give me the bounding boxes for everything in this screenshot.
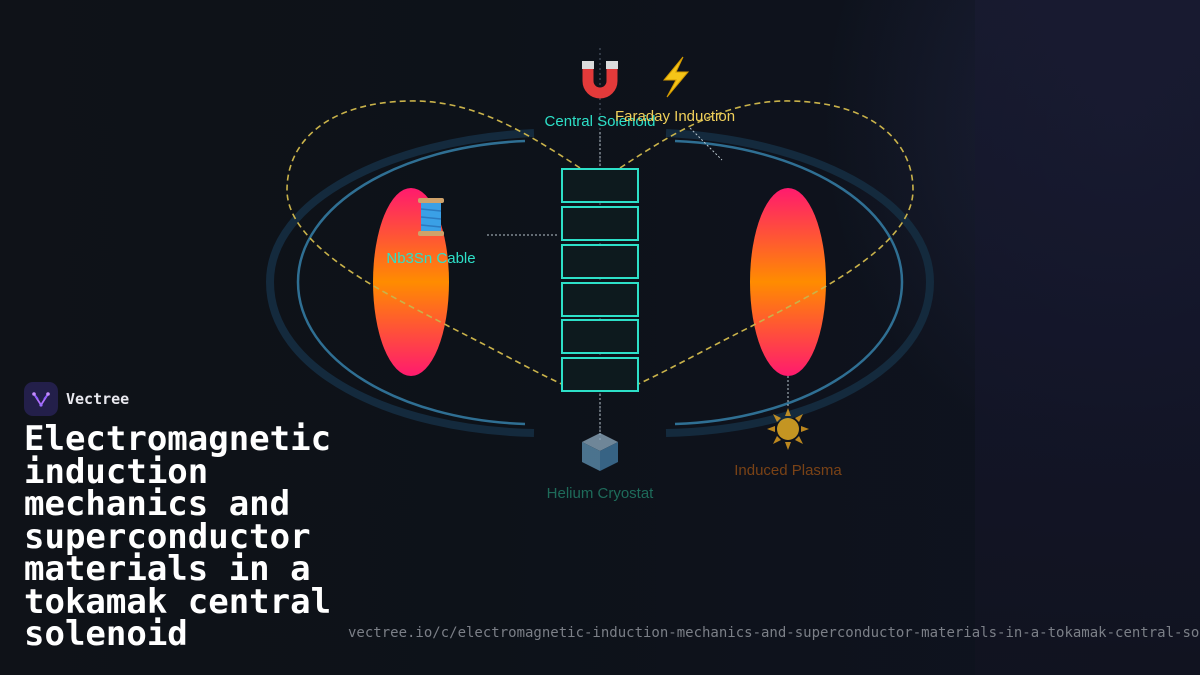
field-line-left [286,100,581,391]
brand-name: Vectree [66,390,130,408]
vessel-inner-right [674,139,904,426]
vessel-inner-left [296,139,526,426]
label-nb3sn-cable: Nb3Sn Cable [386,250,476,267]
coil-module [561,168,639,203]
solenoid-coil-stack [561,168,639,392]
thread-spool-icon [418,198,444,236]
vessel-outer-left [265,129,535,437]
vectree-logo-icon [24,382,58,416]
coil-module [561,244,639,279]
source-url[interactable]: vectree.io/c/electromagnetic-induction-m… [348,625,1200,641]
label-induced-plasma: Induced Plasma [734,462,842,479]
lightning-icon [662,56,690,98]
right-shade-panel [975,0,1200,675]
label-helium-cryostat: Helium Cryostat [546,485,654,502]
ice-cube-icon [582,433,618,471]
coil-module [561,282,639,317]
magnet-icon [582,61,618,99]
coil-module [561,206,639,241]
field-line-right [619,100,914,391]
label-central-solenoid: Central Solenoid [544,113,656,130]
coil-module [561,357,639,392]
brand[interactable]: Vectree [24,382,129,416]
coil-module [561,319,639,354]
page-title: Electromagnetic induction mechanics and … [24,419,332,654]
connector-faraday [689,127,723,161]
sun-icon [767,408,809,450]
label-faraday-induction: Faraday Induction [614,108,736,125]
plasma-right [750,188,826,376]
